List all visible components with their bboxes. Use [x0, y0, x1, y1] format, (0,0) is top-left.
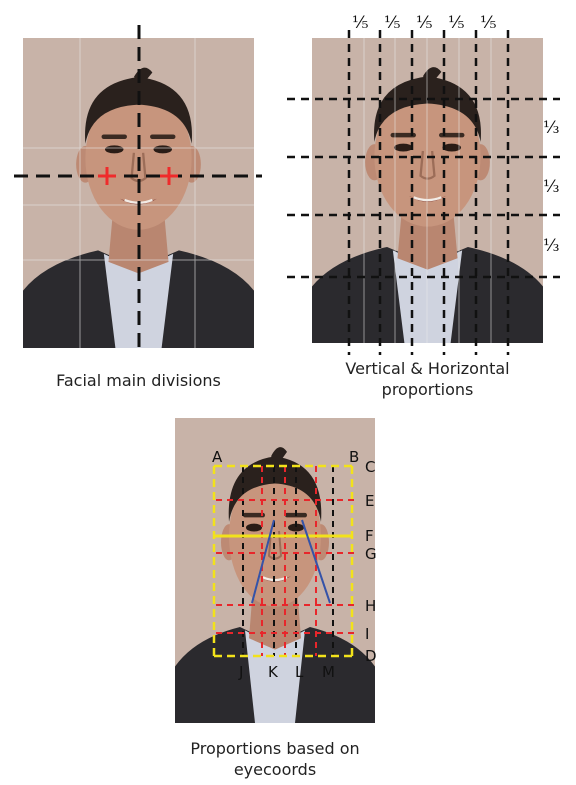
caption-eyecoords-line1: Proportions based on	[150, 738, 400, 759]
fifth-label-3: ⅕	[416, 13, 432, 33]
label-h: H	[365, 597, 376, 615]
fifth-label-4: ⅕	[448, 13, 464, 33]
label-j: J	[238, 663, 243, 681]
third-label-1: ⅓	[543, 118, 559, 138]
panel-eyecoords: A B C E F G H I D J K L M	[175, 418, 377, 723]
label-l: L	[295, 663, 304, 681]
label-i: I	[365, 625, 369, 643]
caption-eyecoords: Proportions based on eyecoords	[150, 738, 400, 780]
label-g: G	[365, 545, 377, 563]
label-c: C	[365, 458, 375, 476]
label-b: B	[349, 448, 359, 466]
fifth-label-2: ⅕	[384, 13, 400, 33]
fifth-label-5: ⅕	[480, 13, 496, 33]
label-k: K	[268, 663, 279, 681]
label-a: A	[212, 448, 223, 466]
panel-main-divisions	[14, 25, 262, 355]
label-e: E	[365, 492, 374, 510]
caption-proportions-line1: Vertical & Horizontal	[300, 358, 555, 379]
label-m: M	[322, 663, 335, 681]
caption-eyecoords-line2: eyecoords	[150, 759, 400, 780]
caption-main-divisions-text: Facial main divisions	[56, 371, 221, 390]
caption-proportions: Vertical & Horizontal proportions	[300, 358, 555, 400]
third-label-3: ⅓	[543, 236, 559, 256]
third-label-2: ⅓	[543, 177, 559, 197]
caption-proportions-line2: proportions	[300, 379, 555, 400]
label-d: D	[365, 647, 377, 665]
fifth-label-1: ⅕	[352, 13, 368, 33]
label-f: F	[365, 527, 374, 545]
caption-main-divisions: Facial main divisions	[23, 370, 254, 391]
panel-proportions: ⅕ ⅕ ⅕ ⅕ ⅕ ⅓ ⅓ ⅓	[287, 13, 560, 355]
